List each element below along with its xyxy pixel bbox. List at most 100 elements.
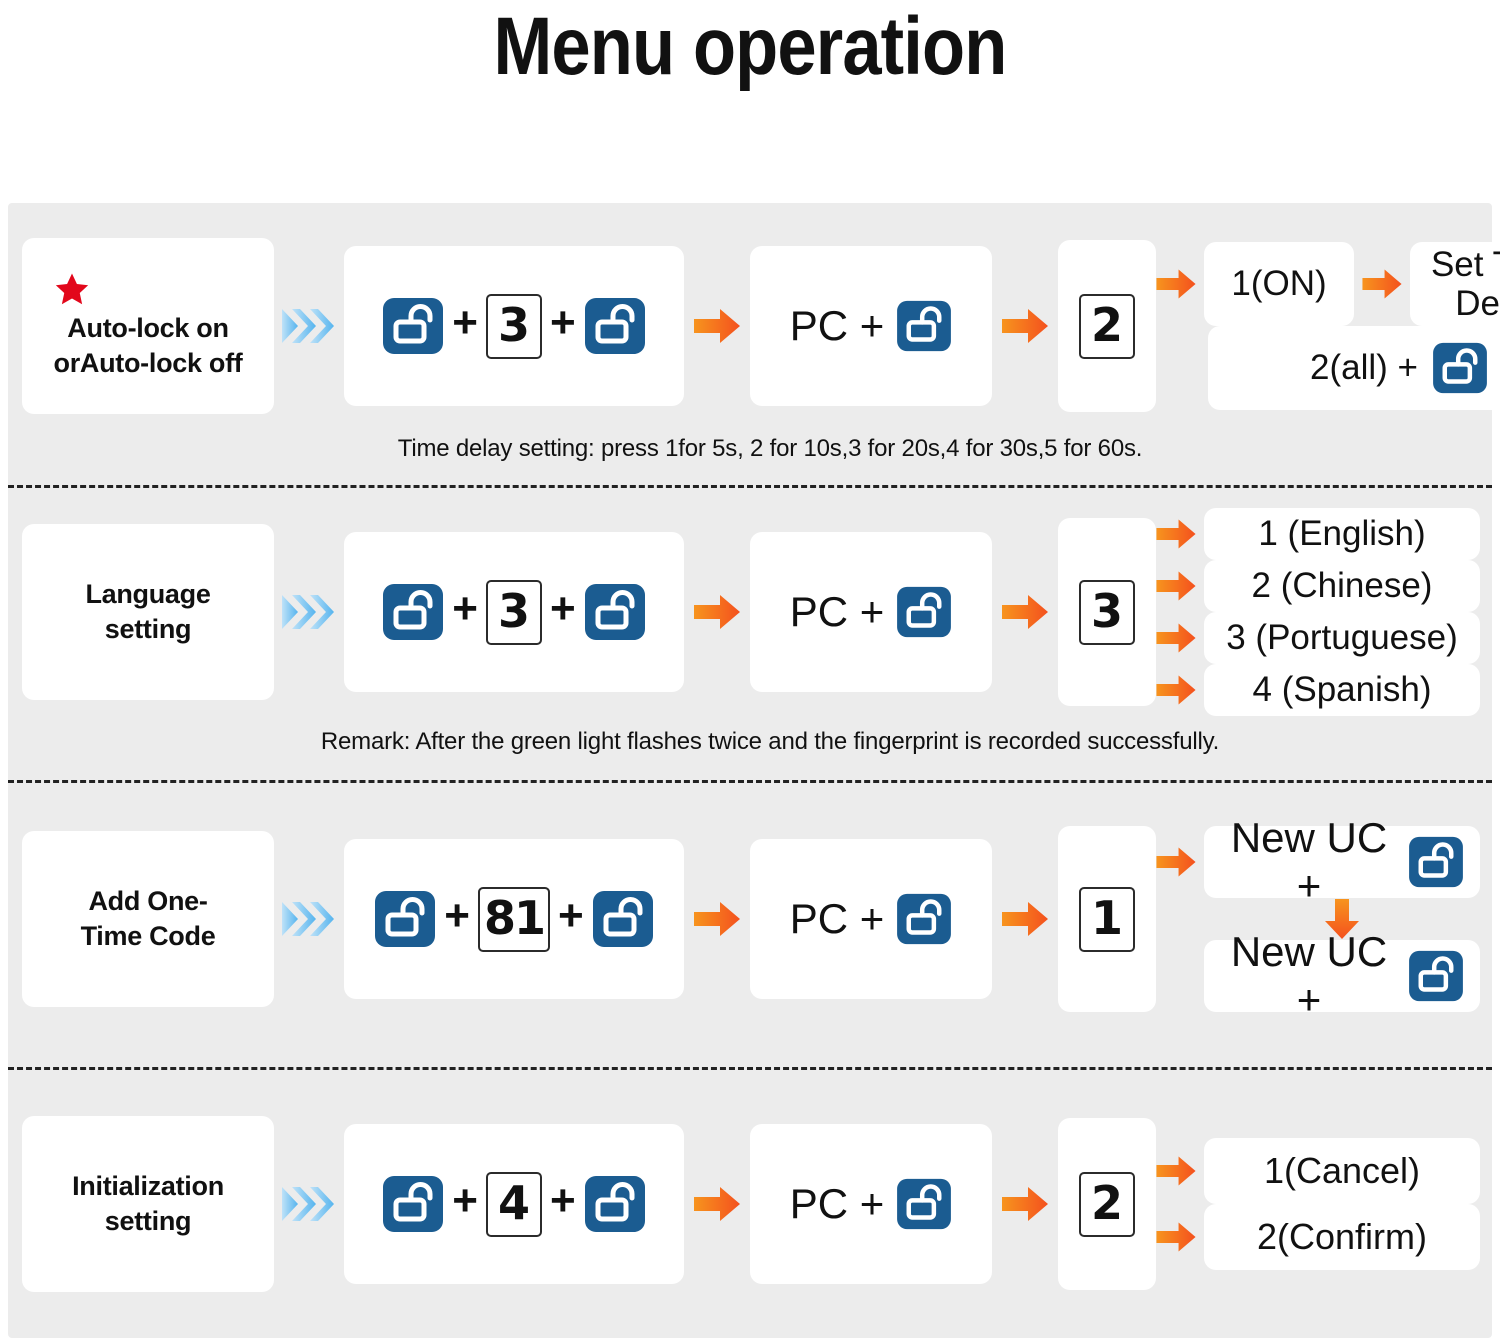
unlock-icon [897,300,952,352]
row-add-one-time-code: Add One- Time Code + 81 + [8,783,1492,1070]
menu-key: 2 [1078,1171,1135,1237]
arrow-right-icon [1002,309,1048,343]
option-row: 3 (Portuguese) [1156,612,1480,664]
option-row: 1 (English) [1156,508,1480,560]
pc-card-language: PC + [750,532,992,692]
unlock-icon [897,893,952,945]
option-language-spanish[interactable]: 4 (Spanish) [1204,664,1480,716]
combo-card-language: + 3 + [344,532,684,692]
option-row: New UC + [1156,928,1480,1023]
row-initialization-setting: Initialization setting + 4 + [8,1070,1492,1338]
row-label-add-one-time-code: Add One- Time Code [22,831,274,1007]
row-label-line2: Time Code [80,921,216,951]
row-divider [8,1067,1492,1070]
option-row: New UC + [1156,814,1480,909]
combo-card-initialization: + 4 + [344,1124,684,1284]
row-divider [8,780,1492,783]
option-1-on[interactable]: 1(ON) [1204,242,1354,326]
row-label-line1: Add One- [88,886,208,917]
option-set-time-delay[interactable]: Set Time Delay [1410,242,1500,326]
arrow-right-icon [1362,269,1402,299]
row-label-initialization: Initialization setting [22,1116,274,1292]
caption-auto-lock: Time delay setting: press 1for 5s, 2 for… [397,435,1143,462]
arrow-right-icon [1156,623,1196,653]
arrow-right-icon [1156,519,1196,549]
row-divider [8,485,1492,488]
pc-label: PC + [789,1180,885,1227]
row-auto-lock: Auto-lock on orAuto-lock off [8,203,1500,488]
option-label-line1: Set Time [1430,244,1500,284]
arrow-right-icon [694,902,740,936]
option-label: 1(Cancel) [1263,1150,1421,1191]
option-language-chinese[interactable]: 2 (Chinese) [1204,560,1480,612]
arrow-right-icon [1156,847,1196,877]
unlock-icon [584,298,645,354]
unlock-icon [897,1178,952,1230]
option-new-uc-second[interactable]: New UC + [1204,928,1480,1023]
plus-sign: + [452,1176,478,1225]
menu-key-card-initialization: 2 [1058,1118,1156,1290]
plus-sign: + [558,891,584,940]
pc-label: PC + [789,588,885,635]
row-label-line1: Auto-lock on [67,313,229,344]
arrow-right-icon [1002,595,1048,629]
option-label: 1 (English) [1258,514,1426,553]
arrow-right-icon [694,1187,740,1221]
option-label: 1(ON) [1231,264,1327,303]
arrow-down-icon [1325,899,1359,939]
option-row: 1(Cancel) [1156,1138,1480,1204]
unlock-icon [584,1176,645,1232]
option-language-english[interactable]: 1 (English) [1204,508,1480,560]
option-label: 4 (Spanish) [1252,670,1432,709]
option-confirm[interactable]: 2(Confirm) [1204,1204,1480,1270]
option-row: 2(all) + [1156,326,1500,410]
option-label: 2(all) + [1310,348,1418,387]
option-label: 2 (Chinese) [1251,566,1433,605]
plus-sign: + [444,891,470,940]
triple-chevron-right-icon [282,902,334,936]
option-2-all[interactable]: 2(all) + [1208,326,1500,410]
triple-chevron-right-icon [282,309,334,343]
arrow-right-icon [1002,1187,1048,1221]
option-cancel[interactable]: 1(Cancel) [1204,1138,1480,1204]
menu-operation-board: Auto-lock on orAuto-lock off [8,203,1500,1338]
option-label: New UC + [1230,928,1388,1023]
option-row: 2 (Chinese) [1156,560,1480,612]
combo-card-add-one-time-code: + 81 + [344,839,684,999]
arrow-right-icon [1156,1156,1196,1186]
row-label-line1: Initialization [72,1171,224,1202]
pc-label: PC + [789,302,885,349]
row-label-language: Language setting [22,524,274,700]
pc-label: PC + [789,895,885,942]
combo-key: 3 [485,579,542,645]
triple-chevron-right-icon [282,1187,334,1221]
unlock-icon [584,584,645,640]
row-language-setting: Language setting + 3 + [8,488,1492,783]
pc-card-auto-lock: PC + [750,246,992,406]
menu-key: 1 [1078,886,1135,952]
option-language-portuguese[interactable]: 3 (Portuguese) [1204,612,1480,664]
menu-key: 2 [1078,293,1135,359]
arrow-right-icon [1156,675,1196,705]
plus-sign: + [550,584,576,633]
menu-key-card-auto-lock: 2 [1058,240,1156,412]
caption-language: Remark: After the green light flashes tw… [320,728,1220,755]
option-new-uc-first[interactable]: New UC + [1204,814,1480,909]
triple-chevron-right-icon [282,595,334,629]
option-row: 4 (Spanish) [1156,664,1480,716]
option-row [1156,898,1480,940]
plus-sign: + [550,1176,576,1225]
plus-sign: + [452,584,478,633]
row-label-line2: setting [104,614,192,644]
arrow-right-icon [1156,571,1196,601]
unlock-icon [1409,836,1463,888]
pc-card-add-one-time-code: PC + [750,839,992,999]
pc-card-initialization: PC + [750,1124,992,1284]
menu-key-card-language: 3 [1058,518,1156,706]
unlock-icon [383,1176,444,1232]
row-label-auto-lock: Auto-lock on orAuto-lock off [22,238,274,414]
unlock-icon [383,298,444,354]
option-label: New UC + [1230,814,1388,909]
options-language: 1 (English) 2 (Chinese) [1156,508,1480,716]
